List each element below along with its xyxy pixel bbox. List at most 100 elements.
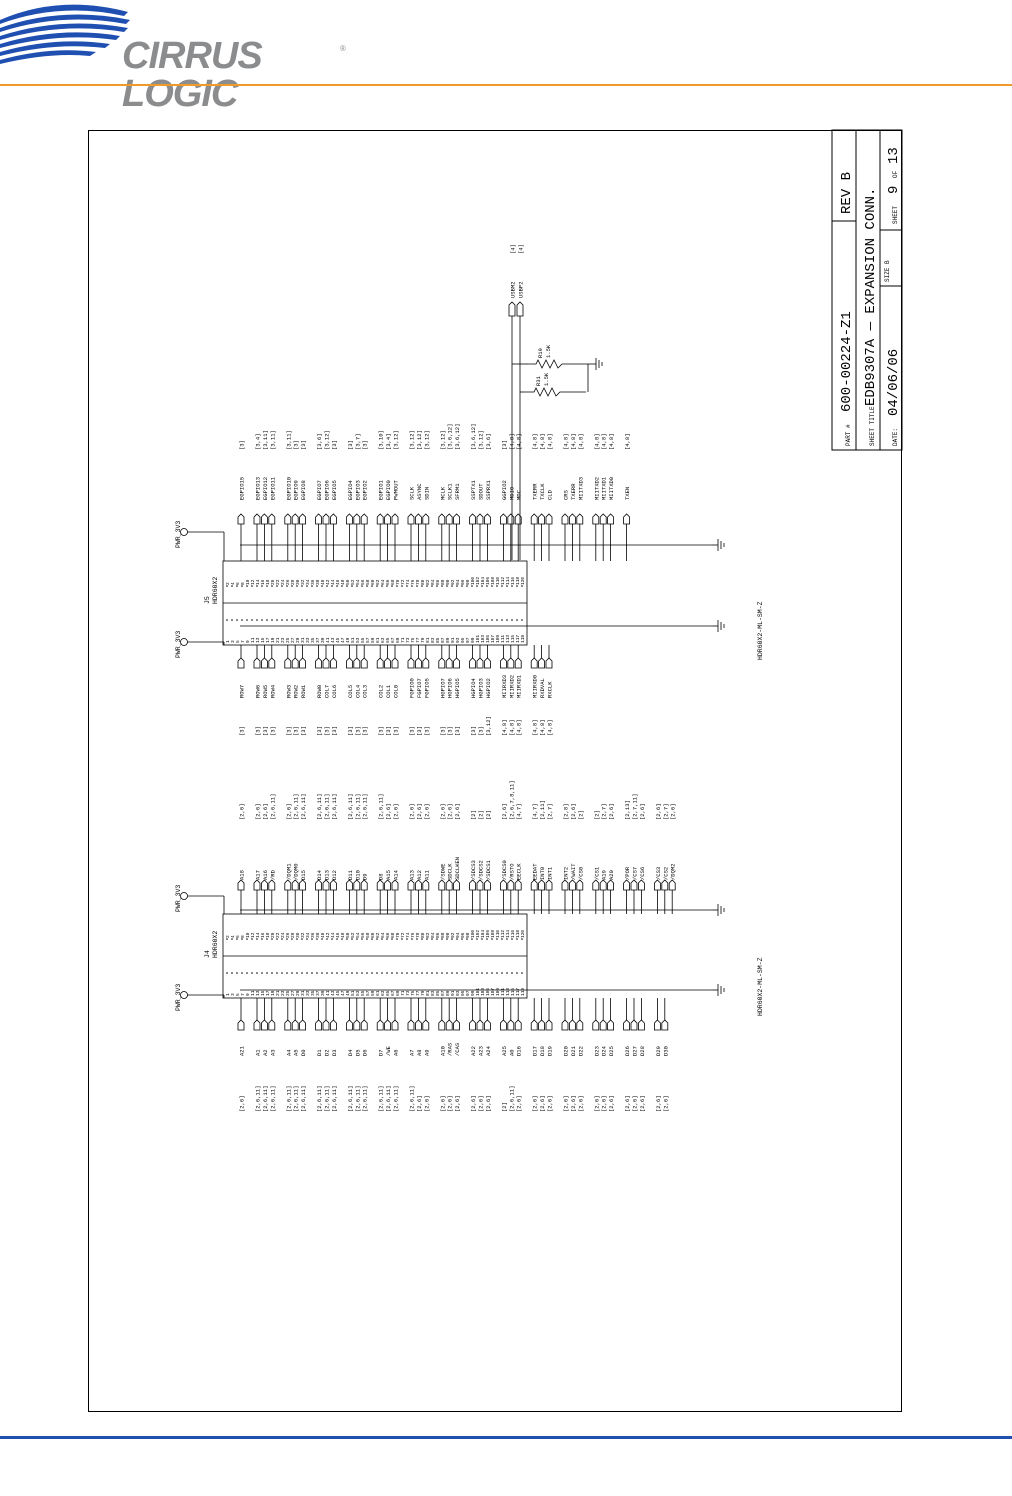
signal-ref: [2,6] — [423, 1095, 430, 1112]
pin-number: 80 — [420, 932, 426, 938]
signal-label: TXERR — [532, 483, 539, 500]
signal-ref: [2,6] — [632, 1095, 639, 1112]
signal-ref: [3,12] — [393, 430, 400, 450]
signal-ref: [3] — [331, 726, 338, 736]
pin-dot — [456, 938, 458, 940]
pin-dot — [476, 619, 478, 621]
pin-dot — [251, 938, 253, 940]
net-flag-icon — [268, 1019, 276, 1031]
net-flag-icon — [599, 879, 607, 891]
net-flag-icon — [530, 657, 538, 669]
pin-dot — [301, 585, 303, 587]
pin-dot — [396, 972, 398, 974]
net-flag-icon — [654, 1019, 661, 1031]
signal-label: TXERR — [570, 483, 577, 500]
net-flag-icon — [630, 879, 638, 891]
net-flag-icon — [268, 513, 276, 525]
pin-dot — [376, 585, 378, 587]
pin-dot — [296, 972, 298, 974]
signal-label: SDOUT — [478, 483, 485, 500]
pin-number: 82 — [425, 579, 431, 585]
pin-number: 24 — [280, 932, 286, 938]
pin-dot — [266, 585, 268, 587]
pin-number: 106 — [485, 577, 491, 585]
signal-label: COL1 — [385, 684, 392, 698]
pin-dot — [326, 972, 328, 974]
pin-number: 64 — [380, 579, 386, 585]
signal-ref: [2,6,11] — [378, 1086, 385, 1112]
pin-number: 3 — [230, 640, 236, 643]
pin-number: 60 — [370, 579, 376, 585]
pin-number: 112 — [500, 577, 506, 585]
pin-number: 7 — [240, 640, 246, 643]
pin-number: 119 — [520, 635, 526, 643]
pin-number: 39 — [320, 637, 326, 643]
pin-number: 15 — [260, 990, 266, 996]
signal-ref: [2] — [577, 810, 584, 820]
pin-dot — [516, 619, 518, 621]
signal-label: SDCLKEN — [454, 857, 461, 880]
pin-dot — [346, 585, 348, 587]
signal-label: D30 — [662, 1046, 669, 1056]
pin-dot — [311, 619, 313, 621]
signal-ref: [2,6] — [285, 803, 292, 820]
pin-number: 18 — [265, 579, 271, 585]
pin-number: 56 — [360, 579, 366, 585]
pin-dot — [371, 585, 373, 587]
pin-number: 31 — [300, 637, 306, 643]
pin-number: 77 — [415, 637, 421, 643]
pin-dot — [306, 619, 308, 621]
signal-ref: [2,6] — [608, 803, 615, 820]
pin-number: 92 — [450, 579, 456, 585]
pin-number: 23 — [280, 637, 286, 643]
pin-number: 68 — [390, 932, 396, 938]
net-flag-icon — [253, 1019, 261, 1031]
signal-ref: [3,12] — [324, 430, 331, 450]
net-flag-icon — [360, 657, 368, 669]
signal-ref: [2,6,11] — [347, 1086, 354, 1112]
signal-ref: [2,6] — [447, 1095, 454, 1112]
signal-label: EGPIO13 — [255, 477, 262, 500]
pin-dot — [331, 585, 333, 587]
signal-label: A6 — [393, 1049, 400, 1056]
signal-ref: [2,6,11] — [354, 794, 361, 820]
net-flag-icon — [638, 879, 645, 891]
pin-number: 48 — [340, 579, 346, 585]
pin-number: 4 — [230, 935, 236, 938]
signal-label: COL5 — [347, 685, 354, 698]
pin-dot — [376, 619, 378, 621]
signal-ref: [2,6] — [516, 1095, 523, 1112]
signal-ref: [2,6,11] — [285, 1086, 292, 1112]
pin-number: 88 — [440, 932, 446, 938]
net-flag-icon — [500, 513, 507, 525]
net-flag-icon — [469, 513, 476, 525]
signal-ref: [2,6,11] — [347, 794, 354, 820]
pin-number: 111 — [500, 635, 506, 643]
signal-label: /CS7 — [632, 867, 639, 880]
signal-ref: [3] — [501, 440, 508, 450]
signal-ref: [2] — [501, 1102, 508, 1112]
signal-label: COL3 — [362, 685, 369, 698]
signal-ref: [2] — [478, 810, 485, 820]
signal-ref: [2,13] — [624, 800, 631, 820]
pin-dot — [371, 938, 373, 940]
signal-ref: [3] — [409, 726, 416, 736]
signal-label: ROW2 — [293, 685, 300, 698]
signal-label: SSPTX1 — [470, 479, 477, 500]
pin-dot — [426, 972, 428, 974]
signal-ref: [2,6] — [416, 1095, 423, 1112]
signal-ref: [3,11] — [262, 430, 269, 450]
signal-ref: [2,6,11] — [378, 794, 385, 820]
signal-ref: [2,6] — [539, 1095, 546, 1112]
signal-label: D12 — [331, 870, 338, 880]
signal-ref: [2,6,7,8,11] — [508, 780, 515, 820]
pin-dot — [466, 972, 468, 974]
net-flag-icon — [407, 879, 415, 891]
pin-number: 29 — [295, 637, 301, 643]
signal-label: ASYNC — [416, 483, 423, 500]
pin-dot — [271, 938, 273, 940]
net-flag-icon — [654, 879, 661, 891]
net-flag-icon — [514, 657, 522, 669]
signal-ref: [2,6] — [655, 803, 662, 820]
pin-dot — [436, 619, 438, 621]
